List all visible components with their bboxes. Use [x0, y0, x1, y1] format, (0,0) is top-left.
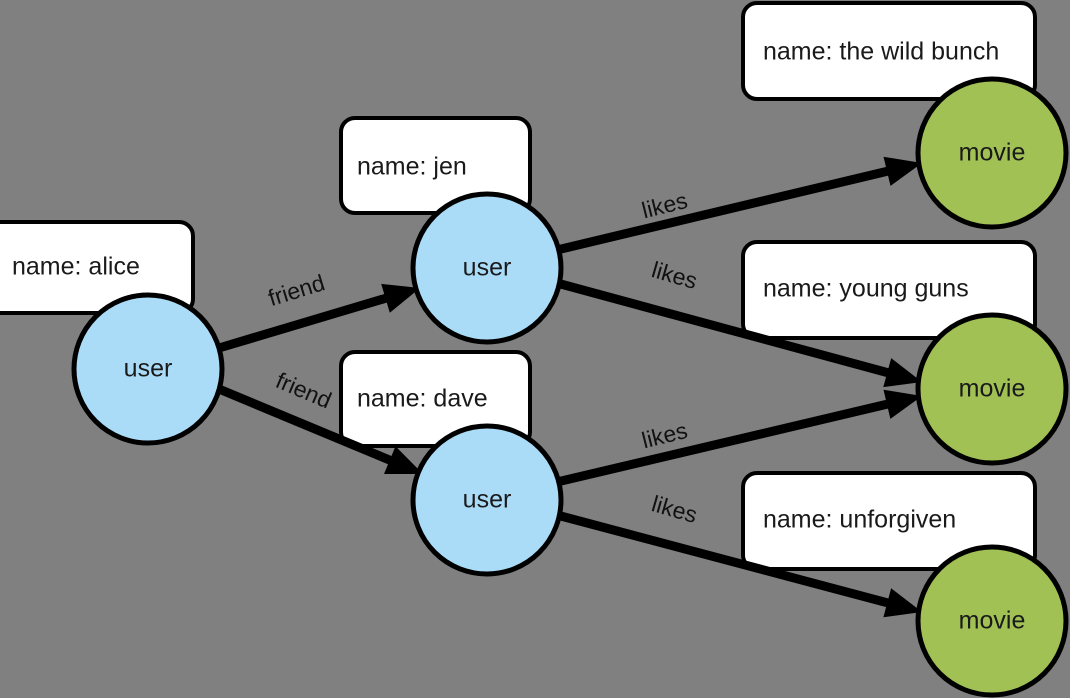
edge-line	[217, 291, 397, 353]
node-circle	[71, 292, 225, 446]
node-jen[interactable]: user	[410, 191, 564, 345]
property-box-alice: name: alice	[0, 220, 195, 315]
property-box-label: name: the wild bunch	[763, 38, 999, 66]
edge-arrowhead	[883, 389, 922, 419]
property-box-rect	[741, 240, 1037, 340]
property-box-rect	[741, 1, 1037, 101]
edge-alice-friend-jen[interactable]: friend	[217, 269, 420, 353]
property-box-label: name: young guns	[763, 275, 969, 303]
edge-arrowhead	[384, 446, 423, 474]
property-box-label: name: dave	[357, 385, 488, 413]
edge-label: friend	[272, 367, 335, 413]
edge-arrowhead	[883, 156, 922, 186]
property-box-label: name: jen	[357, 153, 467, 181]
property-box-label: name: unforgiven	[763, 506, 956, 534]
node-circle	[915, 544, 1069, 698]
edge-label: friend	[265, 269, 328, 311]
node-label: movie	[959, 375, 1026, 403]
node-young-guns[interactable]: movie	[915, 312, 1069, 466]
node-label: user	[124, 355, 173, 383]
property-box-dave: name: dave	[339, 350, 532, 448]
property-boxes: name: alice name: jen name: dave name: t…	[0, 1, 1037, 571]
nodes: user user user movie movie movie	[71, 76, 1069, 698]
node-alice[interactable]: user	[71, 292, 225, 446]
node-label: movie	[959, 139, 1026, 167]
node-circle	[915, 76, 1069, 230]
edge-arrowhead	[381, 283, 420, 313]
property-box-young-guns: name: young guns	[741, 240, 1037, 340]
edge-line	[555, 510, 899, 610]
edge-line	[555, 164, 898, 255]
property-box-label: name: alice	[12, 253, 140, 281]
property-box-rect	[0, 220, 195, 315]
edge-line	[555, 397, 898, 487]
node-label: movie	[959, 607, 1026, 635]
property-box-unforgiven: name: unforgiven	[741, 471, 1037, 571]
edge-line	[555, 278, 899, 380]
node-label: user	[463, 254, 512, 282]
edge-jen-likes-the-wild-bunch[interactable]: likes	[555, 156, 922, 255]
edge-arrowhead	[883, 358, 922, 388]
node-circle	[410, 191, 564, 345]
node-dave[interactable]: user	[410, 423, 564, 577]
node-label: user	[463, 486, 512, 514]
edge-line	[217, 384, 401, 469]
property-box-rect	[741, 471, 1037, 571]
edge-label: likes	[649, 490, 700, 528]
edge-arrowhead	[883, 588, 922, 618]
node-the-wild-bunch[interactable]: movie	[915, 76, 1069, 230]
node-circle	[410, 423, 564, 577]
node-unforgiven[interactable]: movie	[915, 544, 1069, 698]
node-circle	[915, 312, 1069, 466]
edge-dave-likes-young-guns[interactable]: likes	[555, 389, 922, 487]
property-box-the-wild-bunch: name: the wild bunch	[741, 1, 1037, 101]
edge-label: likes	[649, 256, 700, 294]
